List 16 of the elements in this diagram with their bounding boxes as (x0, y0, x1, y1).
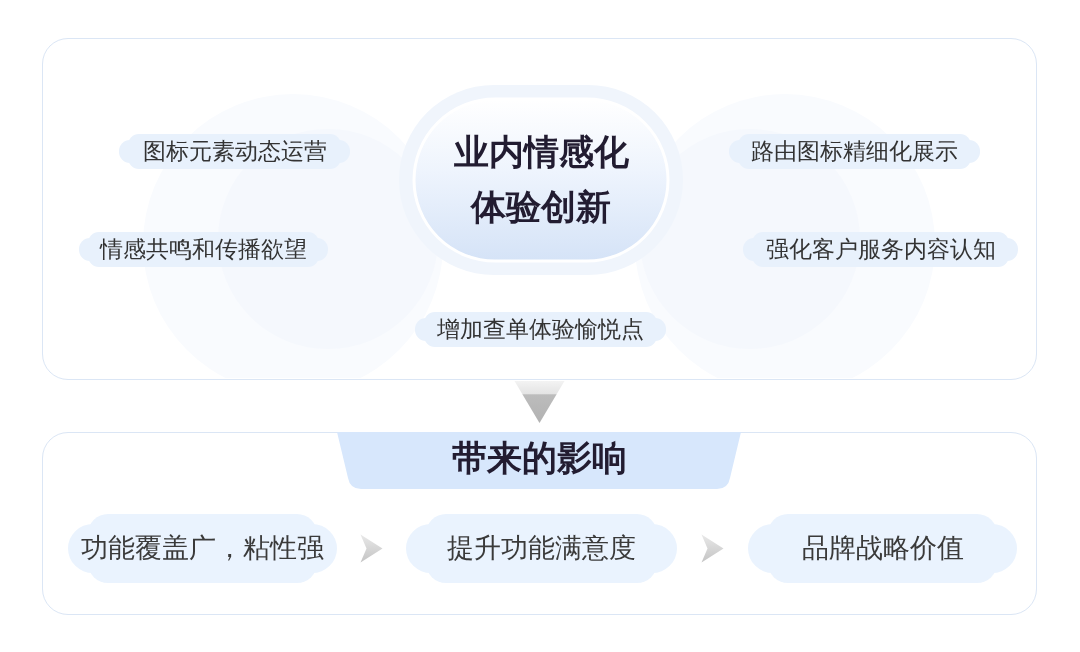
chevron-arrow (360, 534, 383, 563)
tag-text: 强化客户服务内容认知 (765, 235, 996, 264)
tag-text: 图标元素动态运营 (142, 137, 327, 166)
down-arrow (514, 381, 565, 423)
panel-card (42, 38, 1037, 380)
section-header-tab (337, 431, 741, 489)
tag-text: 情感共鸣和传播欲望 (100, 235, 307, 264)
section-title: 带来的影响 (451, 437, 627, 479)
outcome-text: 提升功能满意度 (447, 532, 636, 565)
panel-card (42, 432, 1037, 615)
outcome-text: 功能覆盖广，粘性强 (81, 532, 324, 565)
core-title: 业内情感化体验创新 (452, 131, 630, 229)
chevron-arrow (701, 534, 724, 563)
tag-text: 路由图标精细化展示 (751, 137, 958, 166)
outcome-text: 品牌战略价值 (801, 532, 964, 565)
tag-text: 增加查单体验愉悦点 (437, 315, 644, 344)
